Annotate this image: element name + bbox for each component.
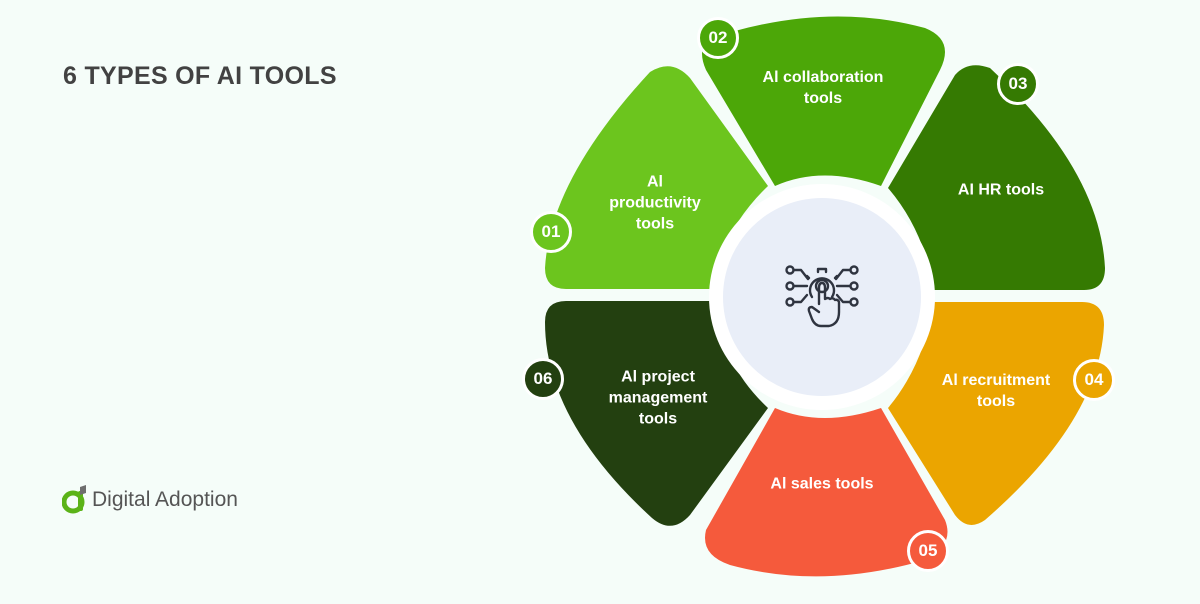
badge-04: 04 — [1073, 359, 1115, 401]
segment-01-shape — [545, 66, 768, 289]
logo-text: Digital Adoption — [92, 488, 238, 511]
segment-02-label: Al collaboration tools — [762, 69, 884, 107]
badge-03: 03 — [997, 63, 1039, 105]
segment-04-label: Al recruitment tools — [941, 372, 1051, 410]
segment-01-label: Al productivity tools — [609, 173, 701, 233]
segment-05-label: Al sales tools — [770, 475, 874, 493]
badge-01: 01 — [530, 211, 572, 253]
segment-03-shape — [888, 65, 1105, 290]
segment-02-shape — [702, 16, 945, 187]
badge-06: 06 — [522, 358, 564, 400]
segment-06-label: Al project management tools — [608, 368, 708, 428]
segment-04-shape — [888, 302, 1104, 525]
segment-05-shape — [705, 408, 948, 577]
digital-adoption-logo: Digital Adoption — [62, 485, 238, 515]
segment-06-shape — [545, 301, 768, 526]
badge-05: 05 — [907, 530, 949, 572]
logo-mark-icon — [62, 485, 86, 514]
badge-02: 02 — [697, 17, 739, 59]
segment-03-label: AI HR tools — [957, 181, 1045, 199]
ai-touch-gear-icon — [785, 265, 859, 328]
page-title: 6 TYPES OF AI TOOLS — [63, 62, 337, 90]
center-circle — [723, 198, 921, 396]
